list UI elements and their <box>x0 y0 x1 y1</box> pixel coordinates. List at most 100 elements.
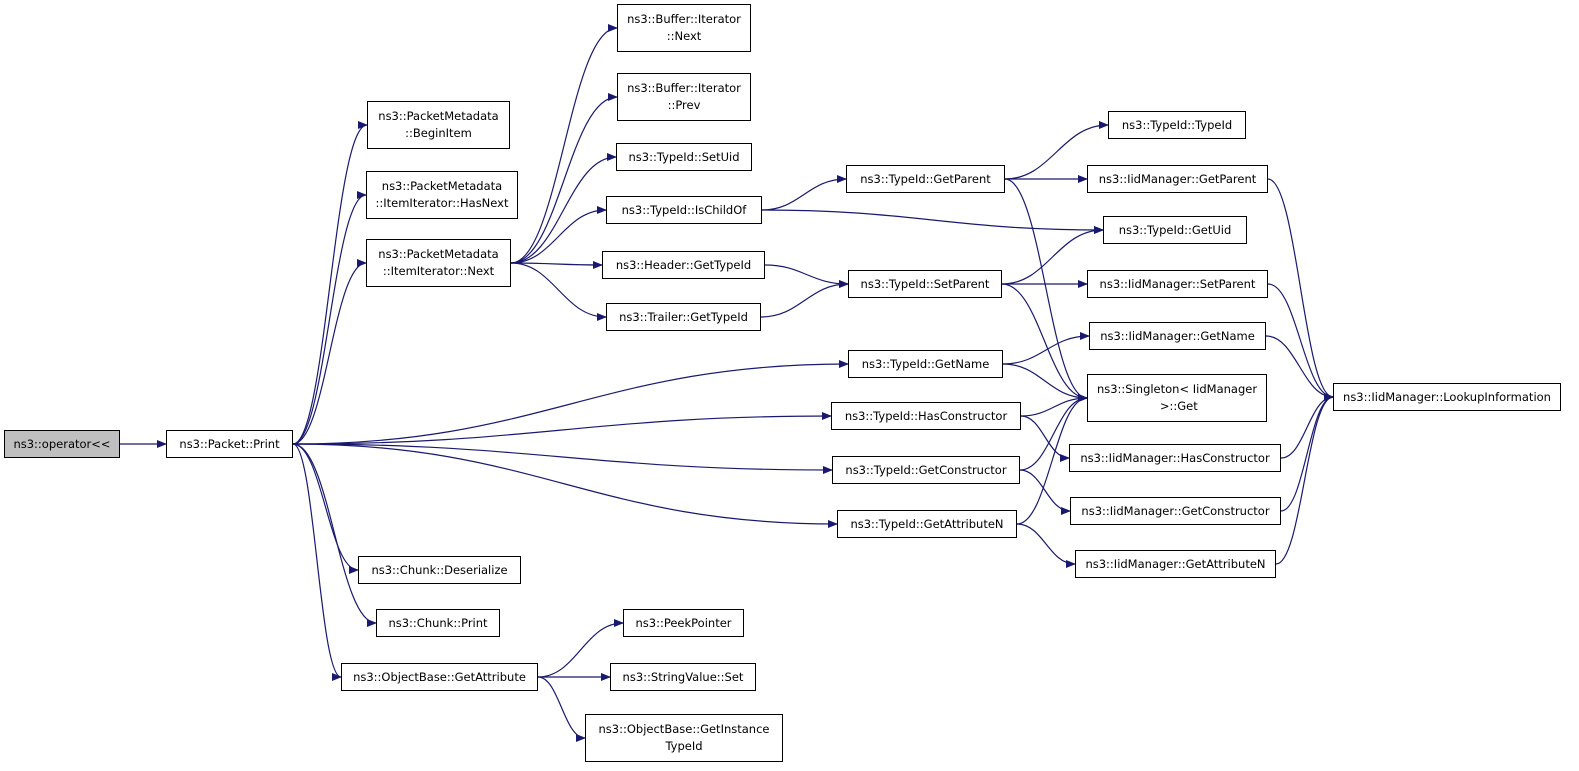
node-label-line: ns3::ObjectBase::GetAttribute <box>353 669 526 684</box>
edge-packet-print-to-tid-getattributen <box>292 443 838 528</box>
node-label-line: ns3::IidManager::GetName <box>1100 328 1255 343</box>
node-label-line: ns3::IidManager::HasConstructor <box>1080 450 1270 465</box>
graph-node-iid-getconstructor[interactable]: ns3::IidManager::GetConstructor <box>1070 497 1281 525</box>
edge-tid-hasconstructor-to-iid-hasconstructor <box>1020 415 1070 462</box>
node-label-line: ns3::PeekPointer <box>635 615 732 630</box>
node-label-line: ns3::Trailer::GetTypeId <box>619 309 748 324</box>
edge-tid-getname-to-iid-getname <box>1002 332 1090 365</box>
edge-tid-getconstructor-to-iid-getconstructor <box>1019 469 1071 515</box>
graph-node-pm-beginitem[interactable]: ns3::PacketMetadata::BeginItem <box>367 101 510 149</box>
edge-packet-print-to-tid-getconstructor <box>292 443 833 474</box>
graph-node-chunk-print[interactable]: ns3::Chunk::Print <box>376 609 500 637</box>
node-label-line: ns3::Singleton< IidManager <box>1096 382 1258 396</box>
node-label-line: ns3::Chunk::Deserialize <box>371 562 508 577</box>
graph-node-tid-getname[interactable]: ns3::TypeId::GetName <box>848 350 1003 378</box>
node-label-line: ns3::Buffer::Iterator <box>627 12 741 26</box>
graph-node-iid-getattributen[interactable]: ns3::IidManager::GetAttributeN <box>1075 550 1276 578</box>
graph-node-tid-setparent[interactable]: ns3::TypeId::SetParent <box>848 270 1002 298</box>
edge-pm-next-to-trailer-gettypeid <box>510 262 607 321</box>
edge-tid-getname-to-singleton-get <box>1002 363 1088 402</box>
graph-node-header-gettypeid[interactable]: ns3::Header::GetTypeId <box>602 251 765 279</box>
edge-packet-print-to-chunk-deserialize <box>292 443 359 574</box>
edge-tid-getconstructor-to-singleton-get <box>1019 394 1088 471</box>
node-label-line: ns3::TypeId::GetAttributeN <box>850 516 1004 531</box>
node-label-line: ns3::ObjectBase::GetInstance <box>598 722 770 736</box>
graph-node-tid-typeid[interactable]: ns3::TypeId::TypeId <box>1108 111 1246 139</box>
graph-node-pm-hasnext[interactable]: ns3::PacketMetadata::ItemIterator::HasNe… <box>366 171 518 219</box>
graph-node-tid-ischildof[interactable]: ns3::TypeId::IsChildOf <box>606 196 762 224</box>
graph-node-tid-getconstructor[interactable]: ns3::TypeId::GetConstructor <box>832 456 1020 484</box>
edge-tid-getattributen-to-iid-getattributen <box>1016 523 1076 568</box>
graph-node-ob-getattribute[interactable]: ns3::ObjectBase::GetAttribute <box>341 663 538 691</box>
graph-node-tid-setuid[interactable]: ns3::TypeId::SetUid <box>616 143 752 171</box>
node-label-line: ns3::TypeId::GetName <box>861 356 990 371</box>
node-label-line: ns3::Packet::Print <box>179 436 280 451</box>
edge-tid-getparent-to-tid-typeid <box>1004 121 1109 180</box>
edge-iid-hasconstructor-to-iid-lookupinformation <box>1280 393 1334 459</box>
graph-node-buf-prev[interactable]: ns3::Buffer::Iterator::Prev <box>617 73 751 121</box>
edge-packet-print-to-tid-getname <box>292 360 849 445</box>
graph-node-iid-setparent[interactable]: ns3::IidManager::SetParent <box>1087 270 1268 298</box>
edge-iid-getconstructor-to-iid-lookupinformation <box>1280 393 1334 512</box>
edge-iid-getattributen-to-iid-lookupinformation <box>1275 393 1334 565</box>
node-label-line: ns3::TypeId::SetUid <box>628 149 740 164</box>
edge-packet-print-to-tid-hasconstructor <box>292 412 832 445</box>
node-label-line: ns3::IidManager::GetParent <box>1098 171 1257 186</box>
node-label-line: ns3::PacketMetadata <box>381 179 503 193</box>
node-label-line: ::ItemIterator::HasNext <box>375 196 509 210</box>
graph-node-operator: ns3::operator<< <box>4 430 120 458</box>
graph-node-stringvalue-set[interactable]: ns3::StringValue::Set <box>610 663 756 691</box>
edge-tid-getparent-to-singleton-get <box>1004 178 1088 402</box>
node-label-line: ns3::operator<< <box>13 436 111 451</box>
edge-trailer-gettypeid-to-tid-setparent <box>760 280 849 318</box>
node-label-line: ns3::TypeId::GetUid <box>1118 222 1232 237</box>
graph-node-tid-hasconstructor[interactable]: ns3::TypeId::HasConstructor <box>831 402 1021 430</box>
edge-iid-setparent-to-iid-lookupinformation <box>1267 283 1334 401</box>
node-label-line: ns3::TypeId::IsChildOf <box>621 202 747 217</box>
edge-iid-getname-to-iid-lookupinformation <box>1265 335 1334 401</box>
node-label-line: ns3::TypeId::HasConstructor <box>844 408 1008 423</box>
node-label-line: ns3::TypeId::TypeId <box>1121 117 1233 132</box>
edge-pm-next-to-tid-ischildof <box>510 206 607 264</box>
edge-packet-print-to-ob-getattribute <box>292 443 342 681</box>
graph-node-packet-print[interactable]: ns3::Packet::Print <box>166 430 293 458</box>
graph-node-iid-getparent[interactable]: ns3::IidManager::GetParent <box>1087 165 1268 193</box>
node-label-line: ns3::PacketMetadata <box>378 109 499 123</box>
edge-tid-setparent-to-singleton-get <box>1001 283 1088 402</box>
node-label-line: ns3::IidManager::GetAttributeN <box>1085 556 1266 571</box>
node-label-line: ns3::IidManager::GetConstructor <box>1081 503 1270 518</box>
graph-node-iid-hasconstructor[interactable]: ns3::IidManager::HasConstructor <box>1069 444 1281 472</box>
graph-node-iid-lookupinformation[interactable]: ns3::IidManager::LookupInformation <box>1333 383 1561 411</box>
graph-node-trailer-gettypeid[interactable]: ns3::Trailer::GetTypeId <box>606 303 761 331</box>
node-label-line: ns3::TypeId::GetConstructor <box>845 462 1007 477</box>
edge-pm-next-to-buf-next <box>510 24 618 264</box>
node-label-line: ns3::StringValue::Set <box>622 669 744 684</box>
node-label-line: ns3::IidManager::SetParent <box>1099 276 1256 291</box>
graph-node-tid-getuid[interactable]: ns3::TypeId::GetUid <box>1103 216 1247 244</box>
graph-node-pm-next[interactable]: ns3::PacketMetadata::ItemIterator::Next <box>366 239 511 287</box>
edge-packet-print-to-pm-beginitem <box>292 121 368 445</box>
node-label-line: ns3::TypeId::GetParent <box>860 171 991 186</box>
node-label-line: ::BeginItem <box>405 126 472 140</box>
graph-node-peekpointer[interactable]: ns3::PeekPointer <box>623 609 744 637</box>
graph-node-tid-getparent[interactable]: ns3::TypeId::GetParent <box>846 165 1005 193</box>
graph-node-tid-getattributen[interactable]: ns3::TypeId::GetAttributeN <box>837 510 1017 538</box>
edge-header-gettypeid-to-tid-setparent <box>764 264 849 288</box>
graph-node-chunk-deserialize[interactable]: ns3::Chunk::Deserialize <box>358 556 521 584</box>
node-label-line: ns3::IidManager::LookupInformation <box>1343 389 1551 404</box>
edge-pm-next-to-tid-setuid <box>510 153 617 264</box>
node-label-line: TypeId <box>665 739 703 753</box>
edge-packet-print-to-chunk-print <box>292 443 377 627</box>
node-label-line: ns3::Chunk::Print <box>388 615 488 630</box>
graph-node-singleton-get[interactable]: ns3::Singleton< IidManager >::Get <box>1087 374 1267 422</box>
node-label-line: ns3::Buffer::Iterator <box>627 81 741 95</box>
edge-tid-getattributen-to-singleton-get <box>1016 394 1088 525</box>
node-label-line: ::Next <box>666 29 702 43</box>
edge-iid-getparent-to-iid-lookupinformation <box>1267 178 1334 401</box>
edge-pm-next-to-buf-prev <box>510 93 618 264</box>
graph-node-buf-next[interactable]: ns3::Buffer::Iterator::Next <box>617 4 751 52</box>
graph-node-iid-getname[interactable]: ns3::IidManager::GetName <box>1089 322 1266 350</box>
node-label-line: ::Prev <box>667 98 701 112</box>
